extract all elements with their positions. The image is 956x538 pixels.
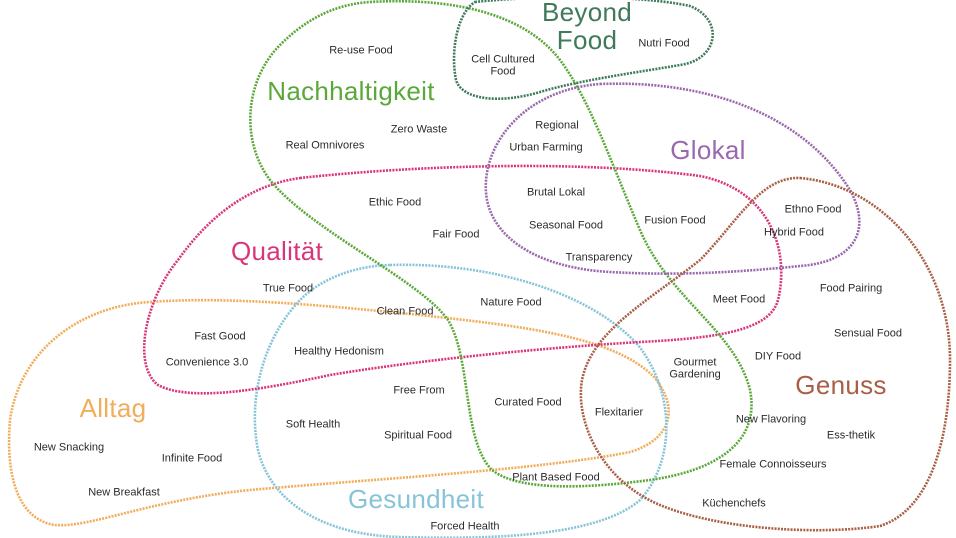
trend-female-connoisseurs: Female Connoisseurs <box>719 458 827 471</box>
trend-zero-waste: Zero Waste <box>390 123 448 136</box>
trend-spiritual-food: Spiritual Food <box>384 429 452 442</box>
trend-reuse-food: Re-use Food <box>329 44 393 57</box>
trend-diy-food: DIY Food <box>754 350 802 363</box>
trend-clean-food: Clean Food <box>376 305 434 318</box>
trend-plant-based-food: Plant Based Food <box>512 471 600 484</box>
trend-real-omnivores: Real Omnivores <box>285 139 365 152</box>
category-qualitaet: Qualität <box>230 236 324 266</box>
trend-new-snacking: New Snacking <box>33 441 105 454</box>
category-beyond-food-line1: Beyond <box>542 0 632 27</box>
gesundheit-outline <box>253 263 668 538</box>
category-genuss: Genuss <box>795 370 887 400</box>
trend-food-pairing: Food Pairing <box>819 282 883 295</box>
trend-fusion-food: Fusion Food <box>644 214 706 227</box>
trend-cell-cultured-food-line2: Food <box>490 65 516 78</box>
trend-brutal-lokal: Brutal Lokal <box>526 186 586 199</box>
category-glokal: Glokal <box>670 135 746 165</box>
trend-nature-food: Nature Food <box>480 296 542 309</box>
trend-ess-thetik: Ess-thetik <box>826 429 876 442</box>
qualitaet-outline <box>142 164 783 395</box>
trend-soft-health: Soft Health <box>285 418 341 431</box>
trend-gourmet-gardening-line2: Gardening <box>669 368 721 381</box>
trend-hybrid-food: Hybrid Food <box>764 226 824 239</box>
trend-new-flavoring: New Flavoring <box>735 413 807 426</box>
trend-seasonal-food: Seasonal Food <box>529 219 603 232</box>
trend-regional: Regional <box>535 119 579 132</box>
glokal-outline <box>484 82 861 275</box>
trend-free-from: Free From <box>393 384 445 397</box>
trend-convenience: Convenience 3.0 <box>165 356 249 369</box>
trend-gourmet-gardening-line1: Gourmet <box>673 356 717 369</box>
trend-curated-food: Curated Food <box>494 396 562 409</box>
alltag-outline <box>7 298 670 527</box>
trend-ethic-food: Ethic Food <box>368 196 422 209</box>
trend-kuechenchefs: Küchenchefs <box>702 497 766 510</box>
trend-fair-food: Fair Food <box>432 228 480 241</box>
trend-forced-health: Forced Health <box>430 520 500 533</box>
trend-fast-good: Fast Good <box>194 330 246 343</box>
trend-meet-food: Meet Food <box>712 293 766 306</box>
category-nachhaltigkeit: Nachhaltigkeit <box>267 76 435 106</box>
category-gesundheit: Gesundheit <box>348 484 484 514</box>
trend-urban-farming: Urban Farming <box>509 141 583 154</box>
trend-transparency: Transparency <box>565 251 633 264</box>
trend-nutri-food: Nutri Food <box>638 37 690 50</box>
trend-infinite-food: Infinite Food <box>161 452 223 465</box>
trend-cell-cultured-food-line1: Cell Cultured <box>471 53 535 66</box>
trend-ethno-food: Ethno Food <box>784 203 842 216</box>
beyond-food-outline <box>452 0 715 101</box>
genuss-outline <box>579 176 952 532</box>
trend-flexitarier: Flexitarier <box>594 406 644 419</box>
trend-sensual-food: Sensual Food <box>834 327 902 340</box>
nachhaltigkeit-outline <box>249 0 753 488</box>
category-beyond-food-line2: Food <box>556 25 618 55</box>
trend-new-breakfast: New Breakfast <box>88 486 160 499</box>
category-alltag: Alltag <box>79 393 147 423</box>
trend-true-food: True Food <box>262 282 314 295</box>
trend-healthy-hedonism: Healthy Hedonism <box>294 345 384 358</box>
